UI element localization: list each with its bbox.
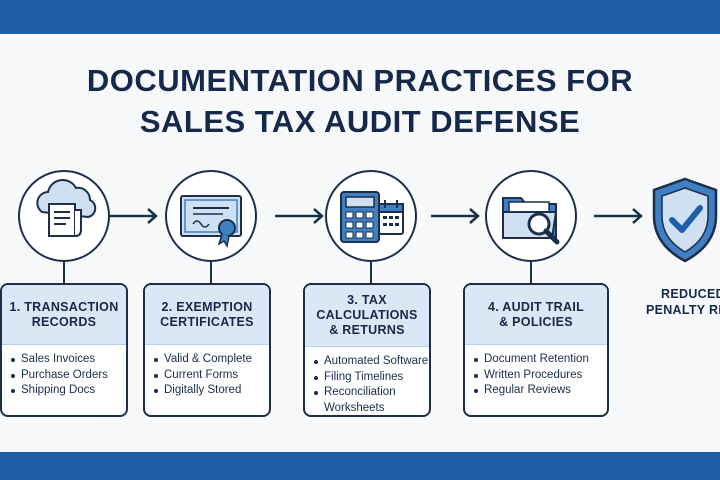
step-1-card: 1. TRANSACTION RECORDS Sales Invoices Pu… [0, 283, 128, 417]
title-line-2: SALES TAX AUDIT DEFENSE [139, 104, 581, 139]
step-3-heading-line: 3. TAX [347, 293, 387, 307]
step-4-list: Document Retention Written Procedures Re… [465, 345, 607, 399]
arrow-right-icon [431, 208, 480, 224]
step-1-heading-line: RECORDS [31, 314, 97, 329]
title-line-1: DOCUMENTATION PRACTICES FOR [86, 63, 634, 98]
page-title: DOCUMENTATION PRACTICES FOR SALES TAX AU… [0, 60, 720, 142]
top-banner [0, 0, 720, 34]
step-3-list: Automated Software Filing Timelines Reco… [305, 347, 429, 415]
step-2-icon-circle [165, 170, 257, 262]
step-4-icon-circle [485, 170, 577, 262]
step-4-heading-line: & POLICIES [499, 314, 573, 329]
folder-magnifier-icon [502, 197, 560, 245]
list-item: Written Procedures [474, 368, 607, 384]
result-line-1: REDUCED [661, 287, 720, 301]
step-2-heading: 2. EXEMPTION CERTIFICATES [145, 285, 269, 345]
result-label: REDUCED PENALTY RISK [638, 286, 720, 318]
step-3-card: 3. TAX CALCULATIONS & RETURNS Automated … [303, 283, 431, 417]
step-3-heading: 3. TAX CALCULATIONS & RETURNS [305, 285, 429, 347]
step-3-heading-line: & RETURNS [329, 323, 405, 337]
step-4-connector [530, 262, 532, 284]
list-item: Sales Invoices [11, 352, 126, 368]
shield-check-icon [652, 177, 718, 263]
calculator-calendar-icon [340, 191, 404, 243]
list-item: Valid & Complete [154, 352, 269, 368]
step-1-icon-circle [18, 170, 110, 262]
list-item: Regular Reviews [474, 383, 607, 399]
step-3-heading-line: CALCULATIONS [316, 308, 418, 322]
step-2-card: 2. EXEMPTION CERTIFICATES Valid & Comple… [143, 283, 271, 417]
step-4-heading-line: 4. AUDIT TRAIL [487, 299, 585, 314]
step-4-heading: 4. AUDIT TRAIL & POLICIES [465, 285, 607, 345]
step-3-connector [370, 262, 372, 284]
list-item: Purchase Orders [11, 368, 126, 384]
arrow-right-icon [109, 208, 158, 224]
list-item: Reconciliation Worksheets [314, 385, 424, 415]
cloud-document-icon [36, 178, 97, 237]
list-item: Current Forms [154, 368, 269, 384]
result-line-2: PENALTY RISK [645, 303, 720, 317]
step-1-heading-line: 1. TRANSACTION [9, 299, 119, 314]
list-item: Filing Timelines [314, 370, 429, 386]
arrow-right-icon [275, 208, 324, 224]
step-4-card: 4. AUDIT TRAIL & POLICIES Document Reten… [463, 283, 609, 417]
step-1-list: Sales Invoices Purchase Orders Shipping … [2, 345, 126, 399]
list-item: Digitally Stored [154, 383, 269, 399]
step-2-heading-line: CERTIFICATES [160, 314, 254, 329]
step-2-connector [210, 262, 212, 284]
step-3-icon-circle [325, 170, 417, 262]
step-2-heading-line: 2. EXEMPTION [161, 299, 253, 314]
list-item: Document Retention [474, 352, 607, 368]
step-1-connector [63, 262, 65, 284]
step-1-heading: 1. TRANSACTION RECORDS [2, 285, 126, 345]
step-2-list: Valid & Complete Current Forms Digitally… [145, 345, 269, 399]
bottom-banner [0, 452, 720, 480]
certificate-icon [180, 195, 242, 249]
list-item: Shipping Docs [11, 383, 126, 399]
arrow-right-icon [594, 208, 643, 224]
list-item: Automated Software [314, 354, 429, 370]
